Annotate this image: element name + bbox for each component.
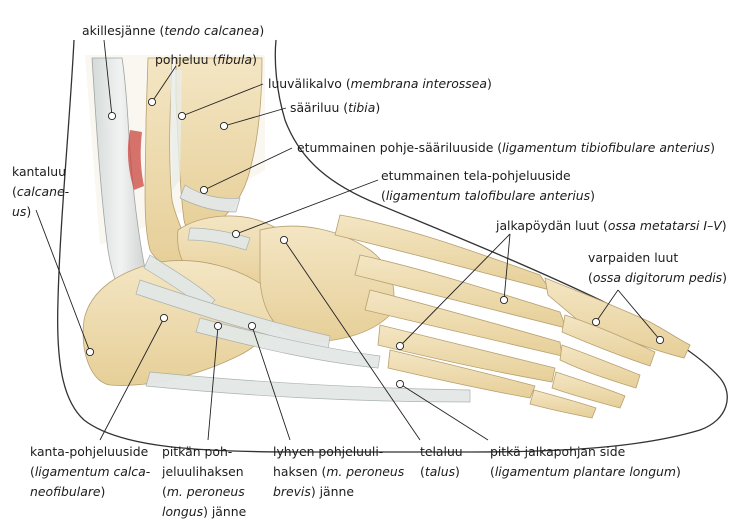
- label-akillesjanne: akillesjänne (tendo calcanea): [82, 23, 264, 38]
- label-digitorum-name: varpaiden luut: [588, 250, 678, 265]
- label-kantaluu-1: kantaluu: [12, 164, 66, 179]
- marker-digitorum-2: [656, 336, 663, 343]
- marker-metatarsi-1: [396, 342, 403, 349]
- label-pohjeluu: pohjeluu (fibula): [155, 52, 257, 67]
- marker-pohjeluu: [148, 98, 155, 105]
- marker-akillesjanne: [108, 112, 115, 119]
- label-metatarsi: jalkapöydän luut (ossa metatarsi I–V): [495, 218, 727, 233]
- marker-peroneus-brevis: [248, 322, 255, 329]
- label-peroneus-brevis-2: haksen (m. peroneus: [273, 464, 405, 479]
- label-peroneus-longus-3: (m. peroneus: [162, 484, 245, 499]
- label-calcaneofibulare-2: (ligamentum calca-: [30, 464, 151, 479]
- label-tibiofibulare: etummainen pohje-sääriluuside (ligamentu…: [297, 140, 715, 155]
- label-luuvalikalvo: luuvälikalvo (membrana interossea): [268, 76, 492, 91]
- marker-metatarsi-2: [500, 296, 507, 303]
- label-talofibulare-name: etummainen tela-pohjeluuside: [381, 168, 571, 183]
- marker-plantare: [396, 380, 403, 387]
- label-digitorum-latin: (ossa digitorum pedis): [588, 270, 727, 285]
- label-peroneus-longus-1: pitkän poh-: [162, 444, 232, 459]
- label-talofibulare-latin: (ligamentum talofibulare anterius): [381, 188, 595, 203]
- marker-calcaneofibulare: [160, 314, 167, 321]
- marker-talofibulare: [232, 230, 239, 237]
- label-kantaluu-3: us): [12, 204, 31, 219]
- marker-kantaluu: [86, 348, 93, 355]
- label-peroneus-brevis-1: lyhyen pohjeluuli-: [273, 444, 383, 459]
- label-calcaneofibulare-1: kanta-pohjeluuside: [30, 444, 148, 459]
- label-talus-1: telaluu: [420, 444, 463, 459]
- label-peroneus-longus-4: longus) jänne: [162, 504, 246, 519]
- marker-saariluu: [220, 122, 227, 129]
- label-kantaluu-2: (calcane-: [12, 184, 70, 199]
- marker-tibiofibulare: [200, 186, 207, 193]
- label-calcaneofibulare-3: neofibulare): [30, 484, 105, 499]
- marker-luuvalikalvo: [178, 112, 185, 119]
- marker-digitorum-1: [592, 318, 599, 325]
- label-talus-2: (talus): [420, 464, 460, 479]
- label-saariluu: sääriluu (tibia): [290, 100, 380, 115]
- label-peroneus-brevis-3: brevis) jänne: [273, 484, 354, 499]
- label-peroneus-longus-2: jeluulihaksen: [161, 464, 244, 479]
- marker-peroneus-longus: [214, 322, 221, 329]
- leader-kantaluu: [36, 210, 90, 352]
- label-plantare-2: (ligamentum plantare longum): [490, 464, 681, 479]
- metatarsal-bones: [335, 215, 566, 398]
- marker-talus: [280, 236, 287, 243]
- label-plantare-1: pitkä jalkapohjan side: [490, 444, 625, 459]
